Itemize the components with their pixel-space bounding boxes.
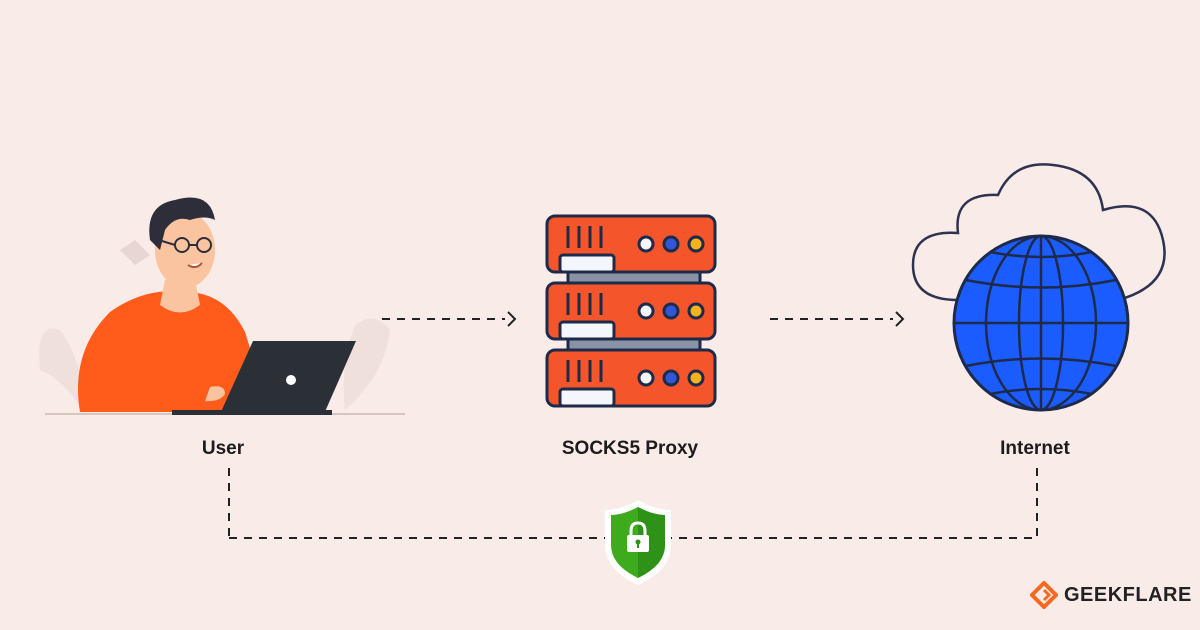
geekflare-logo-icon: [1030, 581, 1058, 609]
shield-lock-icon: [605, 500, 671, 585]
secure-tunnel-line: [228, 468, 1038, 539]
user-icon: [39, 197, 405, 415]
brand-name: GEEKFLARE: [1064, 583, 1192, 606]
user-label: User: [201, 438, 245, 459]
arrow-proxy-to-internet: [770, 311, 905, 327]
arrow-user-to-proxy: [382, 311, 517, 327]
internet-label: Internet: [1000, 438, 1070, 459]
globe-icon: [952, 234, 1130, 412]
laptop-icon: [172, 341, 356, 415]
brand-logo: GEEKFLARE: [1030, 580, 1192, 610]
server-icon: [545, 214, 717, 408]
proxy-label: SOCKS5 Proxy: [561, 438, 699, 459]
